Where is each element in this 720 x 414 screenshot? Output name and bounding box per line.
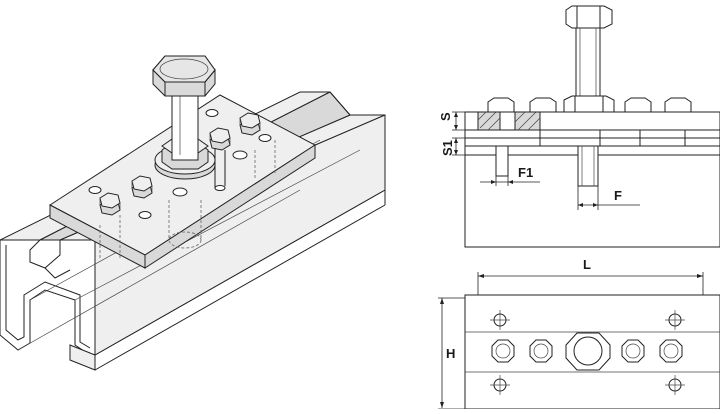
small-bolt-1 [99,192,121,216]
main-bolt [152,55,216,180]
dimension-l: L [477,257,704,295]
small-bolt-2 [131,175,153,199]
isometric-view [0,55,386,371]
label-f1: F1 [518,165,533,180]
plan-view [464,294,720,410]
dimension-f: F [577,186,640,210]
dimension-s: S [438,111,478,131]
dimension-h: H [438,297,465,410]
small-bolt-3 [209,127,231,191]
small-bolt-4 [239,112,261,136]
dimension-f1: F1 [480,165,540,186]
label-f: F [614,188,622,203]
section-view [464,5,720,248]
label-l: L [583,257,591,272]
label-s: S [438,112,453,121]
label-h: H [446,346,455,361]
label-s1: S1 [440,140,455,156]
dimension-s1: S1 [440,137,478,156]
